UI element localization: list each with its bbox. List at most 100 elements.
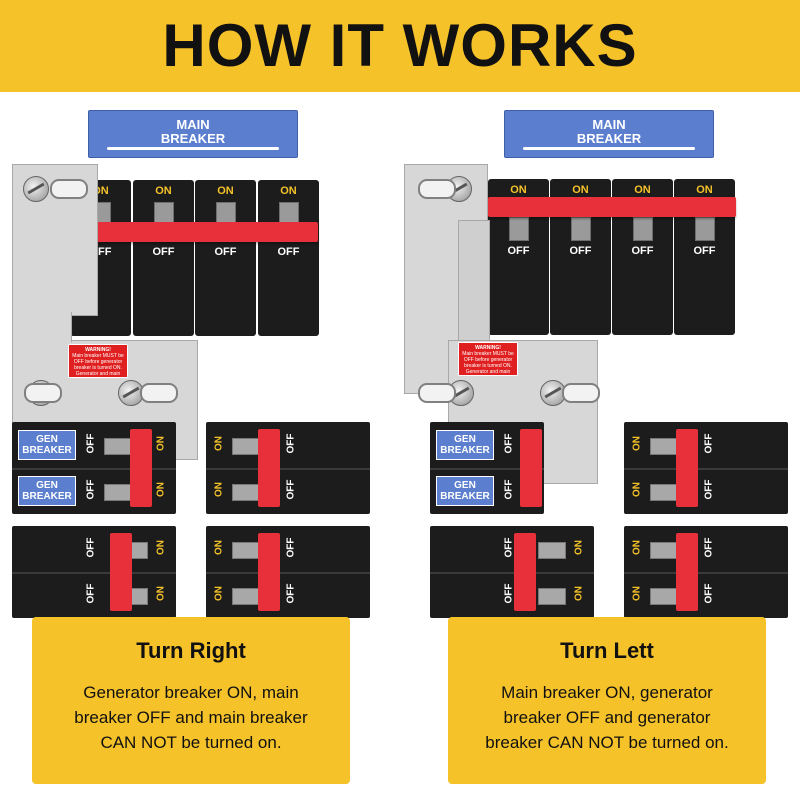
branch-breaker-block: OFF OFF ON ON	[12, 526, 176, 618]
warning-label: WARNING! Main breaker MUST be OFF before…	[68, 344, 128, 378]
on-text: ON	[631, 482, 643, 497]
on-text: ON	[155, 436, 167, 451]
panel-turn-left: MAIN BREAKER ON OFF ON OFF ON OFF ON OFF…	[400, 92, 800, 800]
card-line: breaker OFF and main breaker	[74, 708, 308, 727]
on-text: ON	[631, 540, 643, 555]
off-text: OFF	[85, 433, 97, 454]
gen-label-line2: BREAKER	[440, 491, 490, 502]
on-text: ON	[573, 540, 585, 555]
off-text: OFF	[693, 245, 716, 257]
card-line: Main breaker ON, generator	[501, 683, 713, 702]
generator-breaker-handle[interactable]	[520, 429, 542, 507]
branch-breaker-handle[interactable]	[258, 533, 280, 611]
breaker-toggle	[650, 484, 678, 501]
main-breaker-label: MAIN BREAKER	[504, 110, 714, 158]
breaker-toggle	[650, 542, 678, 559]
off-text: OFF	[503, 433, 515, 454]
off-text: OFF	[703, 433, 715, 454]
gen-label-line1: GEN	[36, 480, 58, 491]
card-line: CAN NOT be turned on.	[100, 733, 282, 752]
explanation-card: Turn Lett Main breaker ON, generator bre…	[448, 617, 766, 784]
on-text: ON	[280, 185, 297, 197]
off-text: OFF	[703, 537, 715, 558]
screw-icon	[118, 380, 144, 406]
breaker-toggle	[650, 438, 678, 455]
breaker-toggle	[695, 217, 715, 241]
off-text: OFF	[503, 479, 515, 500]
off-text: OFF	[152, 246, 175, 258]
gen-breaker-label: GEN BREAKER	[436, 476, 494, 506]
branch-breaker-handle[interactable]	[676, 429, 698, 507]
interlock-plate-join	[12, 312, 72, 342]
on-text: ON	[155, 586, 167, 601]
branch-breaker-block: OFF OFF ON ON	[430, 526, 594, 618]
on-text: ON	[573, 586, 585, 601]
generator-breaker-block: GEN BREAKER GEN BREAKER OFF OFF ON ON	[12, 422, 176, 514]
divider	[624, 468, 788, 470]
card-title: Turn Right	[136, 638, 246, 663]
branch-breaker-block: ON ON OFF OFF	[206, 526, 370, 618]
main-breaker-pole-2: ON OFF	[133, 180, 194, 336]
off-text: OFF	[214, 246, 237, 258]
on-text: ON	[155, 540, 167, 555]
breaker-toggle	[232, 588, 260, 605]
divider	[12, 468, 176, 470]
gen-breaker-label: GEN BREAKER	[18, 476, 76, 506]
breaker-toggle	[633, 217, 653, 241]
slot-icon	[24, 383, 62, 403]
divider	[206, 468, 370, 470]
on-text: ON	[634, 184, 651, 196]
off-text: OFF	[85, 583, 97, 604]
branch-breaker-handle[interactable]	[258, 429, 280, 507]
breaker-toggle	[509, 217, 529, 241]
on-text: ON	[213, 482, 225, 497]
off-text: OFF	[507, 245, 530, 257]
main-label-line2: BREAKER	[160, 131, 226, 146]
on-text: ON	[572, 184, 589, 196]
breaker-toggle	[571, 217, 591, 241]
generator-breaker-handle[interactable]	[130, 429, 152, 507]
branch-breaker-handle[interactable]	[110, 533, 132, 611]
gen-label-line2: BREAKER	[22, 491, 72, 502]
breaker-toggle	[232, 484, 260, 501]
slot-icon	[418, 383, 456, 403]
explanation-card: Turn Right Generator breaker ON, main br…	[32, 617, 350, 784]
slot-icon	[562, 383, 600, 403]
main-breaker-handle[interactable]	[70, 222, 318, 242]
branch-breaker-handle[interactable]	[514, 533, 536, 611]
gen-label-line2: BREAKER	[22, 445, 72, 456]
off-text: OFF	[703, 479, 715, 500]
on-text: ON	[213, 436, 225, 451]
main-breaker-handle[interactable]	[488, 197, 736, 217]
divider	[430, 468, 544, 470]
breaker-toggle	[104, 438, 132, 455]
off-text: OFF	[703, 583, 715, 604]
branch-breaker-block: ON ON OFF OFF	[624, 526, 788, 618]
main-label-line1: MAIN	[176, 117, 210, 132]
branch-breaker-handle[interactable]	[676, 533, 698, 611]
breaker-toggle	[538, 542, 566, 559]
screw-icon	[23, 176, 49, 202]
card-line: breaker OFF and generator	[503, 708, 711, 727]
breaker-toggle	[104, 484, 132, 501]
slot-icon	[140, 383, 178, 403]
off-text: OFF	[285, 537, 297, 558]
off-text: OFF	[277, 246, 300, 258]
generator-breaker-block: GEN BREAKER GEN BREAKER OFF OFF	[430, 422, 544, 514]
off-text: OFF	[569, 245, 592, 257]
gen-label-line1: GEN	[36, 434, 58, 445]
main-breaker-label: MAIN BREAKER	[88, 110, 298, 158]
slot-icon	[418, 179, 456, 199]
warning-text: Main breaker MUST be OFF before generato…	[462, 351, 514, 375]
off-text: OFF	[503, 537, 515, 558]
gen-label-line2: BREAKER	[440, 445, 490, 456]
on-text: ON	[696, 184, 713, 196]
off-text: OFF	[285, 583, 297, 604]
slot-icon	[50, 179, 88, 199]
warning-title: WARNING!	[475, 345, 501, 351]
on-text: ON	[155, 482, 167, 497]
on-text: ON	[155, 185, 172, 197]
gen-breaker-label: GEN BREAKER	[18, 430, 76, 460]
card-line: breaker CAN NOT be turned on.	[485, 733, 729, 752]
on-text: ON	[631, 586, 643, 601]
